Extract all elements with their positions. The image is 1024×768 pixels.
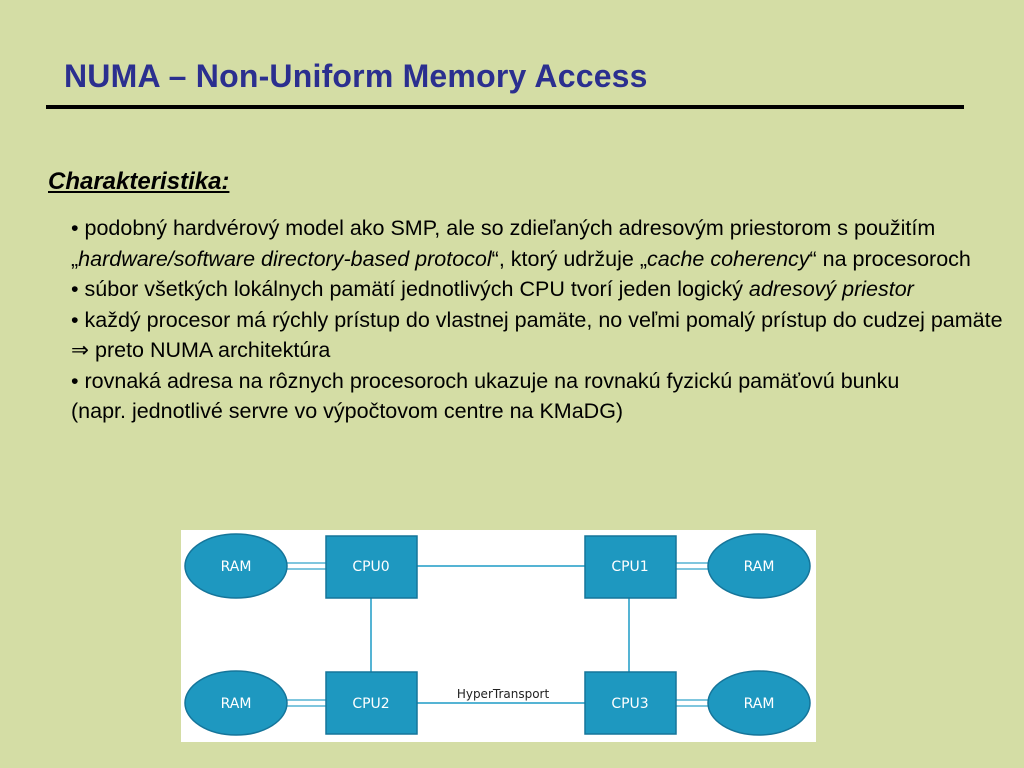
ram3-label: RAM bbox=[744, 696, 775, 712]
bullet-item: • rovnaká adresa na rôznych procesoroch … bbox=[71, 366, 1006, 397]
title-underline bbox=[46, 105, 964, 109]
ram0-label: RAM bbox=[221, 559, 252, 575]
ram-link-2 bbox=[285, 699, 326, 707]
bullet-text: “ na procesoroch bbox=[809, 246, 971, 271]
bullet-item: • súbor všetkých lokálnych pamätí jednot… bbox=[71, 274, 1006, 305]
hypertransport-label: HyperTransport bbox=[457, 687, 550, 701]
ram3-ellipse bbox=[707, 670, 811, 736]
ram1-ellipse bbox=[707, 533, 811, 599]
bullet-emphasis: adresový priestor bbox=[748, 277, 914, 301]
implies-arrow-icon: ⇒ bbox=[71, 338, 90, 362]
ram2-ellipse bbox=[184, 670, 288, 736]
cpu2-box bbox=[325, 671, 418, 735]
ram-link-0 bbox=[285, 562, 326, 570]
bullet-text: • rovnaká adresa na rôznych procesoroch … bbox=[71, 368, 900, 393]
note-text: (napr. jednotlivé servre vo výpočtovom c… bbox=[71, 399, 624, 423]
ram2-label: RAM bbox=[221, 696, 252, 712]
cpu0-box bbox=[325, 535, 418, 599]
numa-diagram: HyperTransport CPU0 CPU1 CPU2 CPU3 RAM R… bbox=[181, 530, 816, 742]
ram1-label: RAM bbox=[744, 559, 775, 575]
bullet-list: • podobný hardvérový model ako SMP, ale … bbox=[71, 213, 1006, 427]
cpu3-box bbox=[584, 671, 677, 735]
bullet-text: • každý procesor má rýchly prístup do vl… bbox=[71, 307, 1003, 332]
bullet-item: • každý procesor má rýchly prístup do vl… bbox=[71, 305, 1006, 366]
bullet-text: preto NUMA architektúra bbox=[89, 338, 331, 362]
bullet-emphasis: hardware/software directory-based protoc… bbox=[78, 246, 492, 271]
cpu1-label: CPU1 bbox=[611, 559, 648, 575]
bullet-text: • súbor všetkých lokálnych pamätí jednot… bbox=[71, 277, 749, 301]
bullet-text: • podobný hardvérový model ako SMP, ale … bbox=[71, 216, 936, 271]
bullet-emphasis: cache coherency bbox=[646, 246, 810, 271]
bullet-text: “, ktorý udržuje „ bbox=[491, 246, 647, 271]
numa-diagram-svg: HyperTransport CPU0 CPU1 CPU2 CPU3 RAM R… bbox=[184, 533, 811, 736]
ram0-ellipse bbox=[184, 533, 288, 599]
section-heading: Charakteristika: bbox=[48, 168, 230, 195]
cpu0-label: CPU0 bbox=[352, 559, 389, 575]
cpu2-label: CPU2 bbox=[352, 696, 389, 712]
cpu3-label: CPU3 bbox=[611, 696, 648, 712]
cpu1-box bbox=[584, 535, 677, 599]
slide-title: NUMA – Non-Uniform Memory Access bbox=[64, 58, 648, 94]
bullet-item: • podobný hardvérový model ako SMP, ale … bbox=[71, 213, 1006, 274]
